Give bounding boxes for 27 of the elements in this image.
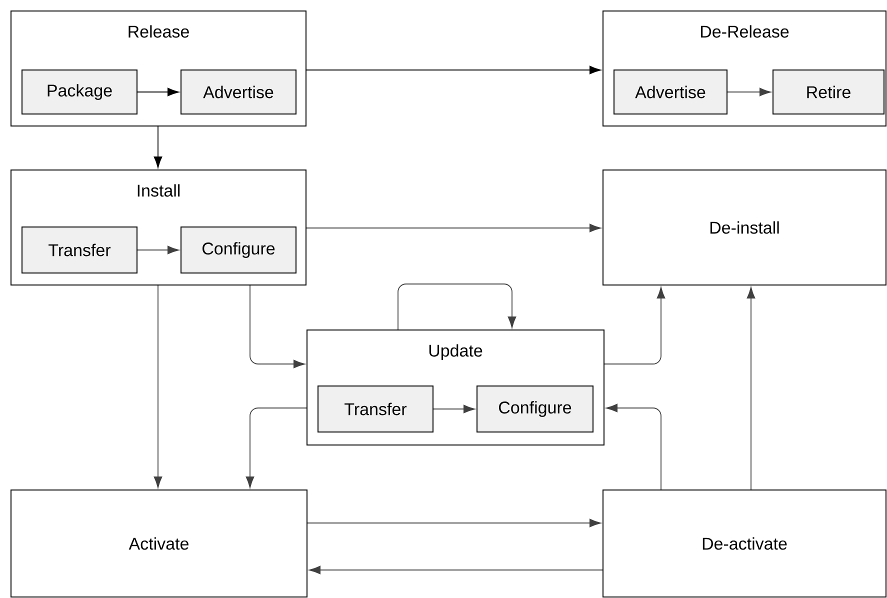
arrow	[250, 285, 305, 368]
step-box: Configure	[180, 226, 296, 274]
arrow	[306, 66, 601, 74]
step-box: Transfer	[22, 226, 138, 274]
arrow	[398, 284, 516, 330]
step-box: De-install	[602, 170, 886, 286]
arrow	[137, 246, 179, 254]
step-box: Advertise	[180, 70, 296, 114]
arrow	[246, 408, 307, 488]
step-box: Activate	[10, 490, 308, 598]
step-box: Retire	[772, 70, 884, 114]
arrow	[746, 287, 756, 490]
step-box: Advertise	[614, 70, 728, 114]
step-box: De-activate	[602, 490, 886, 598]
step-box: Package	[22, 70, 138, 114]
step-box: Transfer	[318, 386, 434, 432]
arrow	[604, 287, 666, 364]
arrow	[307, 518, 601, 528]
arrow	[309, 566, 603, 574]
arrow	[306, 224, 601, 232]
arrow	[727, 88, 771, 96]
arrow	[606, 404, 662, 490]
arrow	[154, 285, 162, 488]
step-box: Configure	[476, 386, 594, 432]
arrow	[433, 404, 475, 414]
arrow	[154, 126, 162, 168]
arrow	[137, 88, 179, 96]
